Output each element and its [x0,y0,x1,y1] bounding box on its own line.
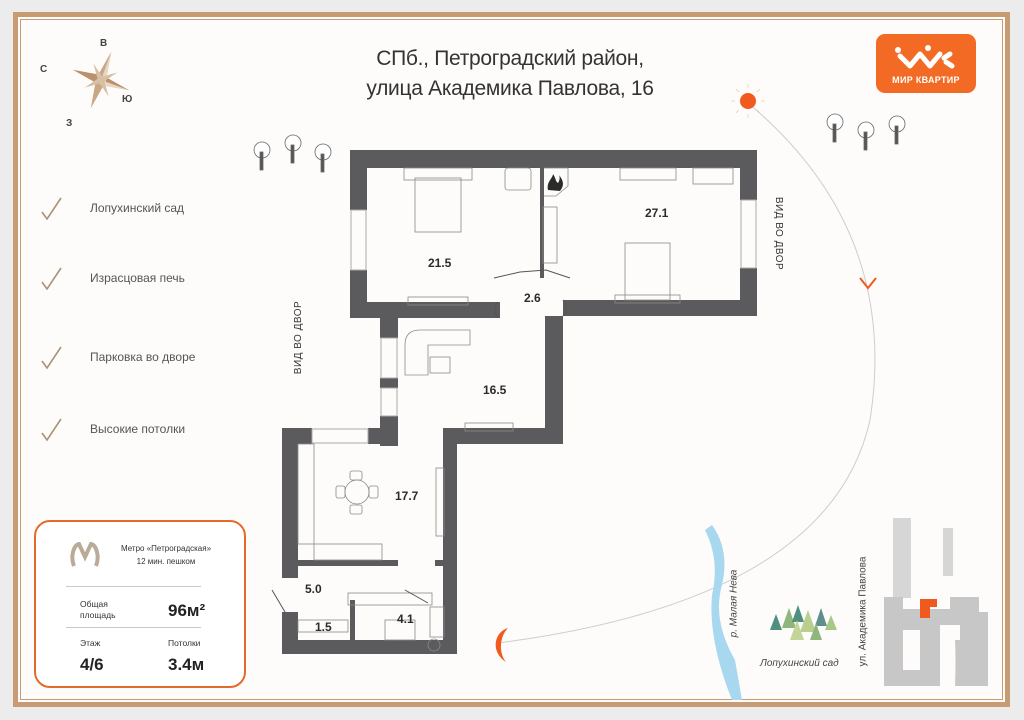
metro-station: Метро «Петроградская» [120,544,212,553]
room-area-bedroom-left: 21.5 [428,256,452,270]
room-area-kitchen: 17.7 [395,489,419,503]
map-river-label: р. Малая Нева [728,569,740,638]
check-icon [41,197,62,220]
address-line-2: улица Академика Павлова, 16 [366,77,654,100]
check-icon [41,267,62,290]
divider [66,627,201,628]
feature-label: Лопухинский сад [90,201,185,215]
fireplace-icon [547,174,563,191]
feature-item: Лопухинский сад [40,196,240,222]
compass-rose: В С Ю З [40,38,144,133]
address-title: СПб., Петроградский район, улица Академи… [330,44,690,104]
room-area-hall: 2.6 [524,291,541,305]
info-card: Метро «Петроградская» 12 мин. пешком Общ… [34,520,246,688]
sun-icon [731,84,765,118]
area-label: Общая площадь [80,599,116,621]
room-area-living: 16.5 [483,383,507,397]
metro-logo-icon [70,542,100,567]
ceiling-value: 3.4м [168,655,205,674]
compass-label-north: С [40,64,48,75]
logo-text: МИР КВАРТИР [892,75,960,85]
area-label-line-2: площадь [80,610,116,620]
address-line-1: СПб., Петроградский район, [376,47,644,70]
floor-value: 4/6 [80,655,104,674]
logo-mark-icon [895,45,955,69]
room-area-wc: 1.5 [315,620,332,634]
check-icon [41,346,62,369]
compass-label-south: Ю [122,94,133,105]
poster-inner-border [20,19,1003,700]
floor-label: Этаж [80,638,101,648]
room-area-bedroom-right: 27.1 [645,206,669,220]
divider [66,586,201,587]
feature-label: Высокие потолки [90,422,186,436]
garden-icon [770,605,837,640]
room-area-bathroom: 4.1 [397,612,414,626]
metro-info: Метро «Петроградская» 12 мин. пешком [96,542,236,568]
area-label-line-1: Общая [80,599,108,609]
check-icon [41,418,62,441]
view-label-right: ВИД ВО ДВОР [773,196,785,271]
apartment-highlight [920,599,937,618]
river-icon [705,525,742,700]
metro-walk-time: 12 мин. пешком [136,557,196,566]
trees-left-icon [253,134,332,173]
brand-logo: МИР КВАРТИР [876,34,976,93]
feature-item: Высокие потолки [40,417,240,443]
compass-star-icon [72,51,130,109]
map-street-label: ул. Академика Павлова [857,556,869,667]
compass-label-west: З [66,118,73,129]
feature-label: Израсцовая печь [90,271,185,285]
feature-item: Парковка во дворе [40,345,240,371]
ceiling-label: Потолки [168,638,201,648]
moon-icon [495,628,508,662]
compass-label-east: В [100,38,108,49]
map-garden-label: Лопухинский сад [760,658,839,669]
feature-item: Израсцовая печь [40,266,240,292]
feature-label: Парковка во дворе [90,350,196,364]
trees-right-icon [826,113,906,151]
area-value: 96м² [168,601,206,620]
view-label-left: ВИД ВО ДВОР [293,300,305,375]
room-area-corridor: 5.0 [305,582,322,596]
